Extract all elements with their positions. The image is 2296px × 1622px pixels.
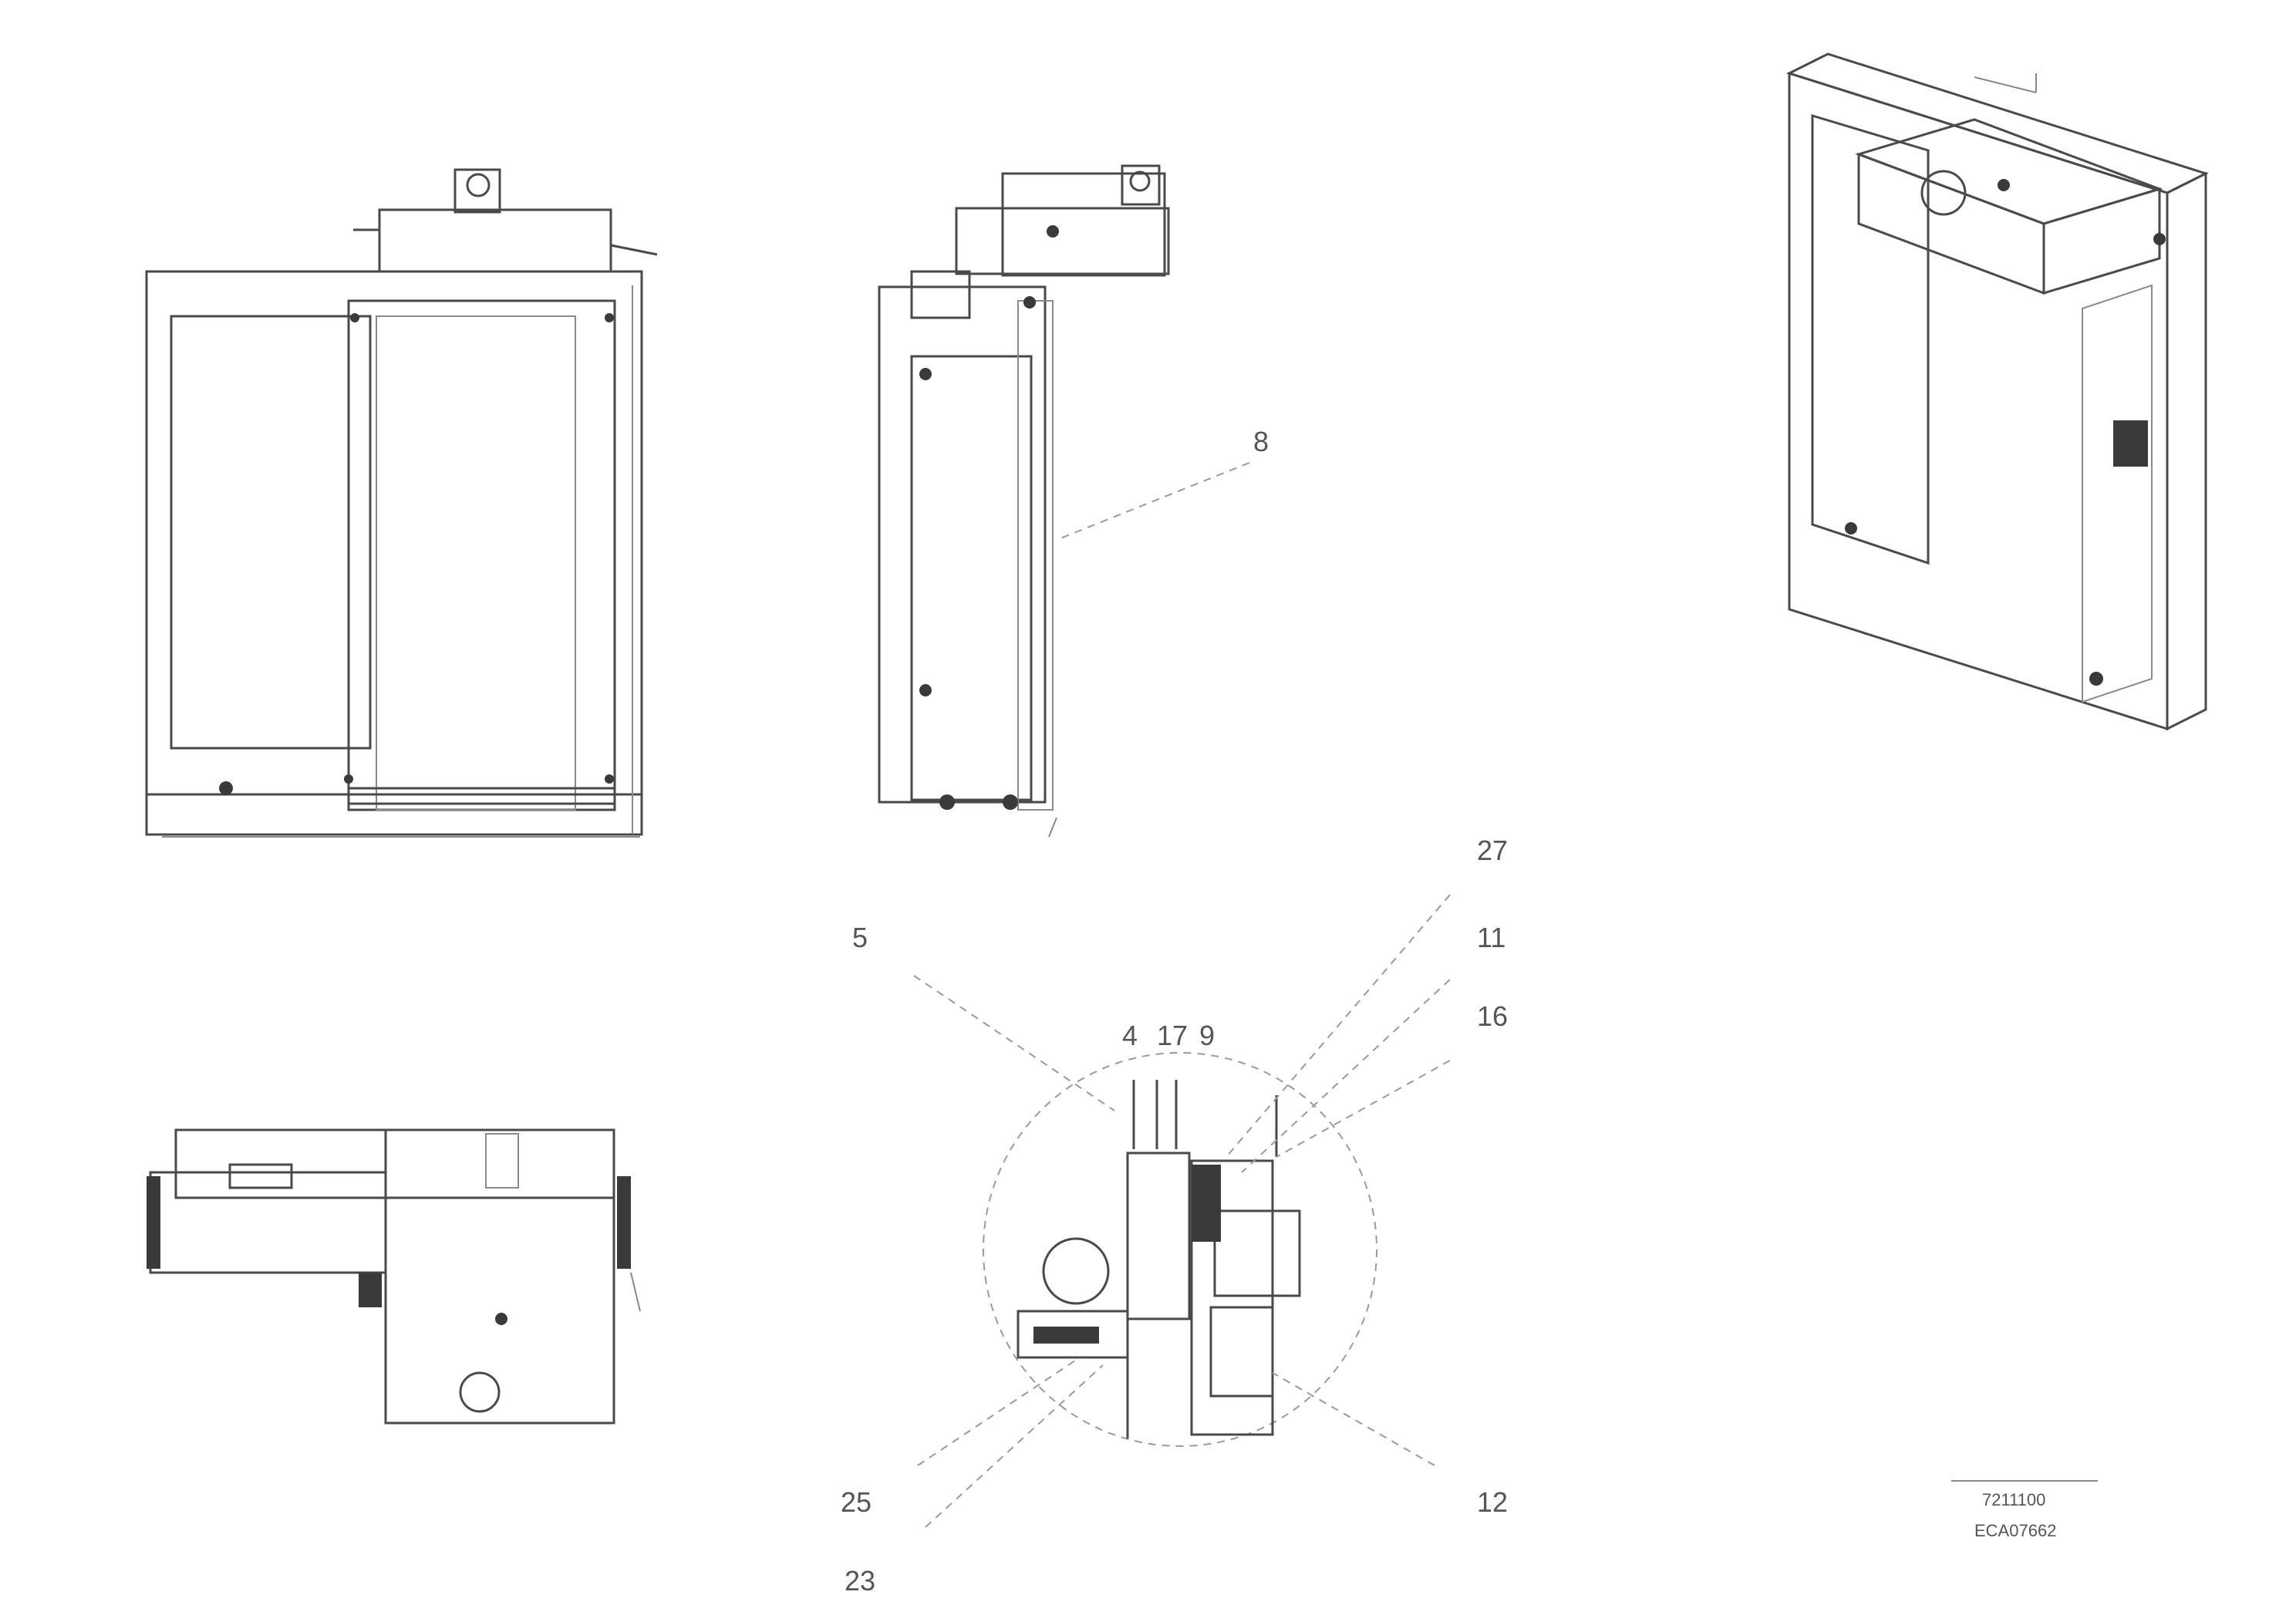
reference-code: ECA07662 xyxy=(1974,1521,2056,1540)
isometric-view xyxy=(1786,52,2209,731)
callout-11: 11 xyxy=(1477,922,1505,953)
callout-12: 12 xyxy=(1477,1486,1508,1518)
reference-number: 7211100 xyxy=(1982,1490,2045,1509)
front-view xyxy=(145,168,658,838)
callout-9: 9 xyxy=(1199,1020,1215,1051)
callout-8: 8 xyxy=(1253,426,1269,457)
reference-block: 7211100 ECA07662 xyxy=(1951,1480,2098,1540)
callout-17: 17 xyxy=(1157,1020,1188,1051)
callout-labels: 8 5 27 11 16 4 17 9 25 23 12 xyxy=(841,426,1508,1597)
detail-view xyxy=(913,462,1451,1528)
callout-23: 23 xyxy=(845,1565,875,1597)
callout-5: 5 xyxy=(852,922,868,953)
callout-25: 25 xyxy=(841,1486,872,1518)
callout-27: 27 xyxy=(1477,835,1508,866)
top-view xyxy=(147,1128,641,1425)
side-view xyxy=(878,164,1170,838)
callout-16: 16 xyxy=(1477,1000,1508,1032)
callout-4: 4 xyxy=(1122,1020,1138,1051)
